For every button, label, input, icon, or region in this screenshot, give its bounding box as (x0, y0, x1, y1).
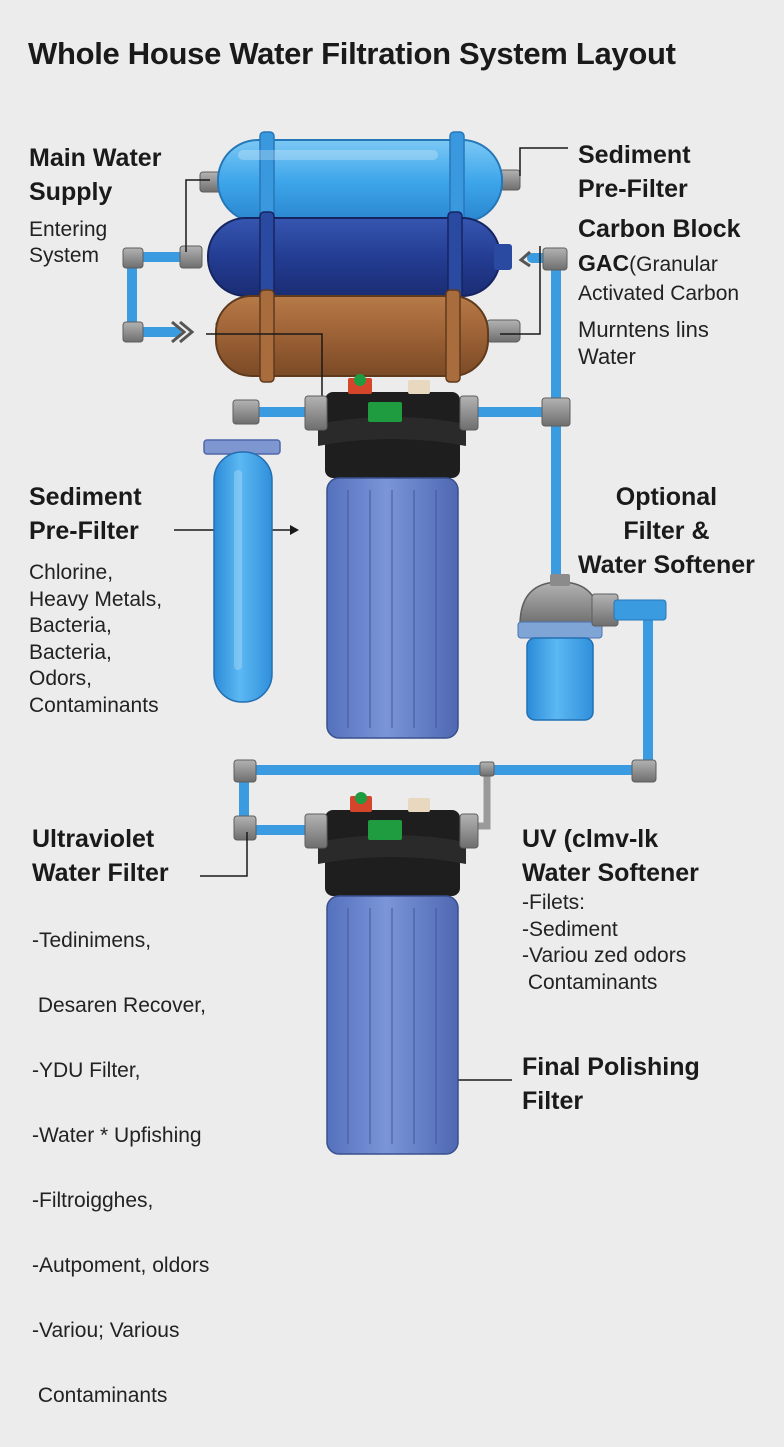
list-item: -Filets: (522, 891, 585, 914)
sediment-tube-filter (203, 439, 281, 703)
leader-uv-filter (200, 832, 248, 877)
label-carbon-block: Carbon Block GAC(Granular Activated Carb… (578, 212, 741, 307)
fitting (542, 247, 568, 271)
list-item: -Tedinimens, (32, 929, 152, 953)
list-item: -YDU Filter, (32, 1059, 141, 1083)
label-heading: Optional (615, 483, 718, 511)
list-item: -Water * Upfishing (32, 1124, 202, 1147)
label-heading: Water Softener (522, 859, 699, 887)
fitting (485, 319, 521, 343)
label-sediment-left: Sediment Pre-Filter Chlorine, Heavy Meta… (29, 480, 162, 719)
label-heading: Water Softener (578, 551, 755, 579)
label-uv-softener: UV (clmv-lk Water Softener -Filets: -Sed… (522, 822, 699, 996)
list-item: Contaminants (32, 1383, 168, 1407)
fitting (479, 761, 495, 777)
list-item: Bacteria, (29, 640, 112, 664)
label-heading: Ultraviolet (32, 825, 155, 853)
uv-filter-list: -Tedinimens, Desaren Recover, -YDU Filte… (32, 890, 209, 1447)
leader-sediment-top (519, 147, 568, 176)
list-item: -Autpoment, oldors (32, 1253, 210, 1277)
label-heading: Main Water (29, 144, 162, 172)
filtration-diagram (122, 131, 667, 1155)
leader-main-supply (185, 179, 210, 252)
label-heading: Filter (522, 1087, 584, 1115)
label-line: Murntens lins (578, 317, 709, 342)
label-sub-bold: GAC (578, 250, 630, 276)
sediment-cylinder (217, 131, 503, 231)
fitting (631, 759, 657, 783)
label-sub: Activated Carbon (578, 282, 740, 305)
label-uv-filter: Ultraviolet Water Filter -Tedinimens, De… (32, 822, 209, 1447)
label-heading: Carbon Block (578, 215, 741, 243)
label-heading: Pre-Filter (578, 175, 688, 203)
list-item: -Variou; Various (32, 1318, 180, 1342)
carbon-cylinder (207, 211, 512, 303)
label-sub: System (29, 244, 100, 267)
fittings (122, 169, 657, 841)
label-heading: Filter & (623, 517, 710, 545)
label-heading: Final Polishing (522, 1053, 700, 1081)
leader-murntens (500, 246, 541, 335)
fitting (233, 815, 257, 841)
list-item: -Variou zed odors (522, 944, 687, 967)
arrow-head (290, 525, 299, 535)
list-item: -Filtroigghes, (32, 1188, 154, 1212)
list-item: Chlorine, (29, 561, 114, 584)
fitting (233, 759, 257, 783)
contaminant-list: Chlorine, Heavy Metals, Bacteria, Bacter… (29, 560, 162, 719)
housing-2 (304, 792, 479, 1155)
label-heading: Sediment (578, 141, 691, 169)
list-item: Bacteria, (29, 614, 112, 637)
fitting (122, 247, 144, 269)
housing-1 (304, 374, 479, 739)
fitting (179, 245, 203, 269)
fitting (232, 399, 260, 425)
label-optional: Optional Filter & Water Softener (578, 480, 755, 582)
leader-center (206, 333, 323, 412)
label-main-supply: Main Water Supply Entering System (29, 141, 161, 269)
list-item: Heavy Metals, (29, 587, 163, 611)
softener-unit (517, 574, 667, 721)
fitting (541, 397, 571, 427)
label-heading: UV (clmv-lk (522, 825, 659, 853)
list-item: Contaminants (522, 970, 658, 994)
list-item: Odors, (29, 667, 93, 690)
arrow-connector (518, 250, 531, 268)
label-sediment-top: Sediment Pre-Filter (578, 138, 691, 206)
label-heading: Pre-Filter (29, 517, 139, 545)
uv-softener-list: -Filets: -Sediment -Variou zed odors Con… (522, 890, 699, 996)
label-sub: Entering (29, 218, 108, 241)
label-line: Water (578, 344, 636, 369)
label-heading: Supply (29, 178, 113, 206)
check-valve-icon (171, 320, 195, 344)
label-final: Final Polishing Filter (522, 1050, 700, 1118)
list-item: Contaminants (29, 693, 159, 717)
inlet-pipe (127, 252, 191, 337)
list-item: Desaren Recover, (32, 994, 206, 1018)
label-heading: Sediment (29, 483, 142, 511)
page-title: Whole House Water Filtration System Layo… (28, 36, 676, 71)
list-item: -Sediment (522, 917, 618, 941)
brown-cylinder (215, 289, 489, 383)
label-heading: Water Filter (32, 859, 169, 887)
label-murntens: Murntens lins Water (578, 316, 709, 370)
fitting (122, 321, 144, 343)
label-sub: (Granular (629, 253, 718, 276)
